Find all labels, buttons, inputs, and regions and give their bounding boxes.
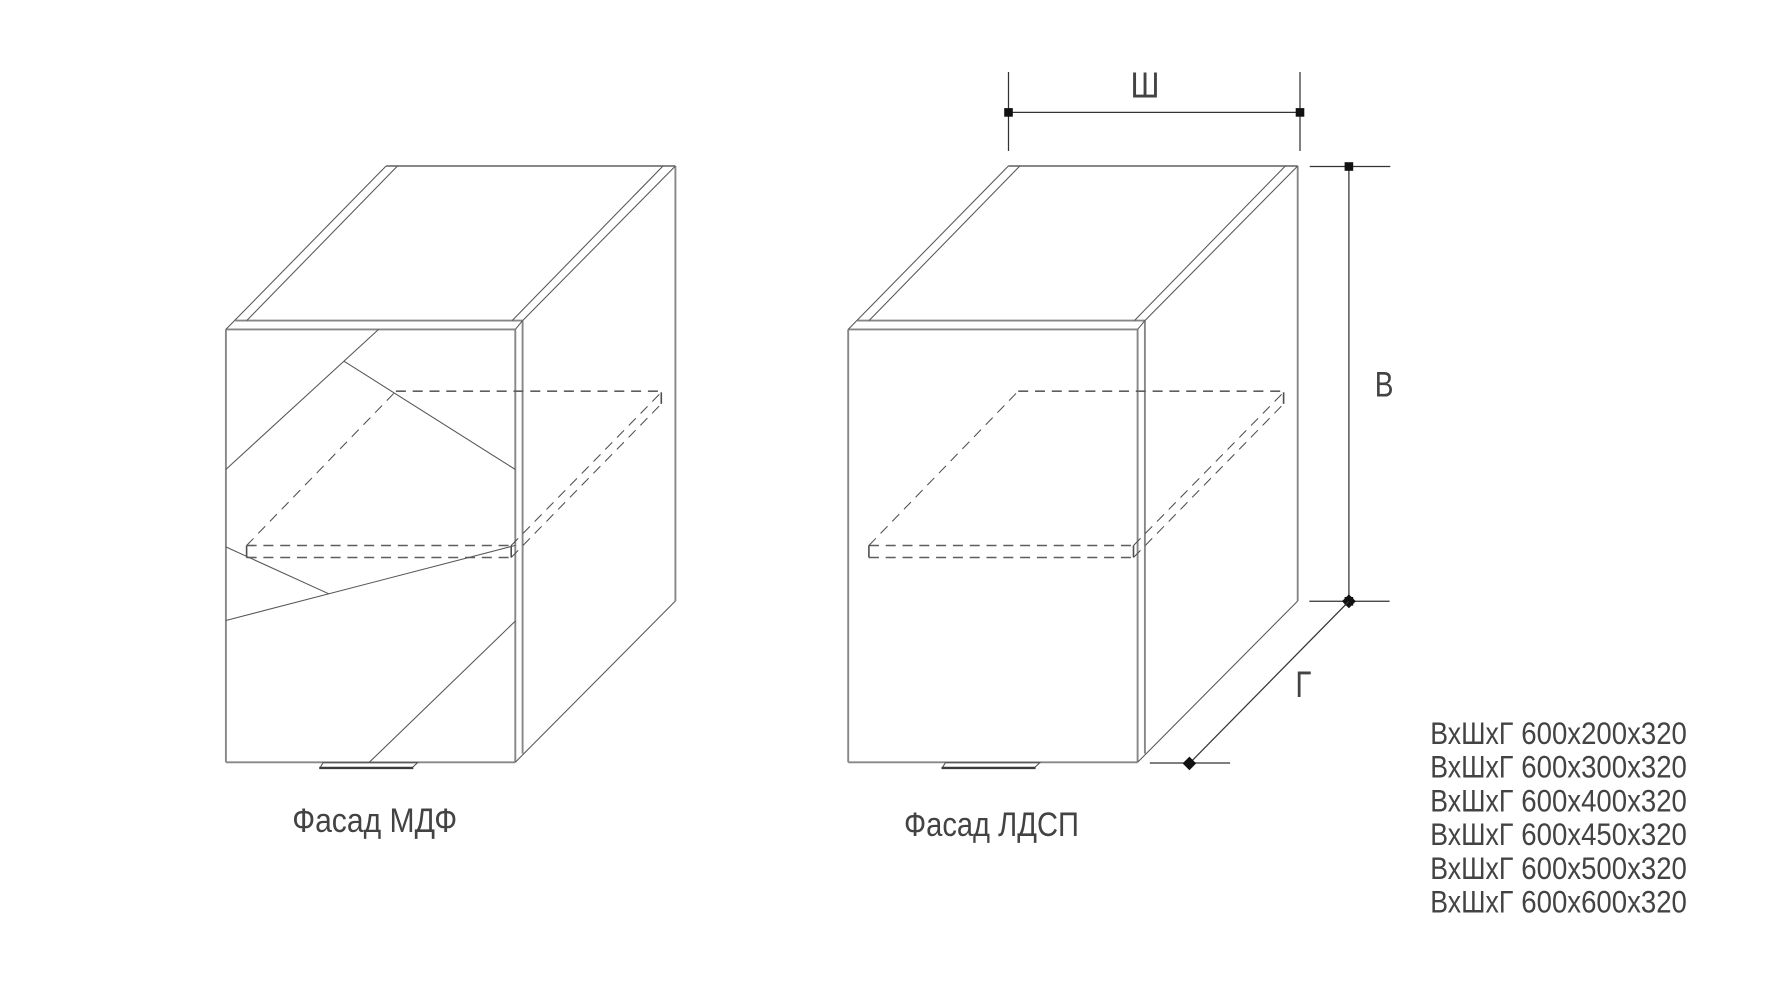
- svg-text:ВхШхГ: ВхШхГ: [1430, 716, 1513, 751]
- svg-text:ВхШхГ: ВхШхГ: [1430, 817, 1513, 852]
- svg-text:600х500х320: 600х500х320: [1521, 851, 1687, 886]
- svg-text:Г: Г: [1295, 664, 1311, 705]
- svg-text:Фасад ЛДСП: Фасад ЛДСП: [904, 806, 1079, 844]
- svg-text:600х450х320: 600х450х320: [1521, 817, 1687, 852]
- svg-text:600х200х320: 600х200х320: [1521, 716, 1687, 751]
- svg-text:ВхШхГ: ВхШхГ: [1430, 851, 1513, 886]
- svg-text:Фасад МДФ: Фасад МДФ: [292, 802, 457, 840]
- svg-text:В: В: [1375, 364, 1394, 404]
- svg-text:600х600х320: 600х600х320: [1521, 885, 1687, 920]
- svg-text:ВхШхГ: ВхШхГ: [1430, 783, 1513, 818]
- svg-text:ВхШхГ: ВхШхГ: [1430, 885, 1513, 920]
- svg-text:600х300х320: 600х300х320: [1521, 750, 1687, 785]
- svg-text:600х400х320: 600х400х320: [1521, 783, 1687, 818]
- svg-text:Ш: Ш: [1131, 65, 1160, 106]
- svg-text:ВхШхГ: ВхШхГ: [1430, 750, 1513, 785]
